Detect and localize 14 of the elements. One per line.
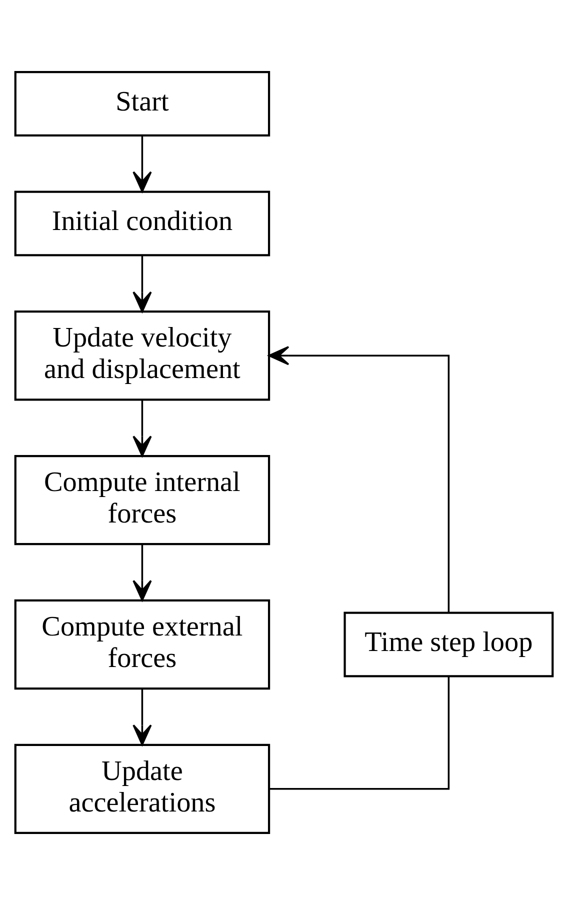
arrow: [268, 346, 450, 612]
arrow: [132, 399, 152, 456]
arrow: [132, 255, 152, 312]
node-box: Update velocity and displacement: [14, 310, 270, 400]
arrow: [132, 135, 152, 192]
arrow: [132, 688, 152, 745]
node-box: Time step loop: [344, 611, 554, 677]
node-box: Update accelerations: [14, 743, 270, 834]
node-box: Start: [14, 70, 270, 136]
arrow: [132, 544, 152, 601]
node-box: Initial condition: [14, 190, 270, 256]
node-box: Compute external forces: [14, 598, 270, 690]
connector: [269, 676, 450, 790]
node-box: Compute internal forces: [14, 454, 270, 545]
